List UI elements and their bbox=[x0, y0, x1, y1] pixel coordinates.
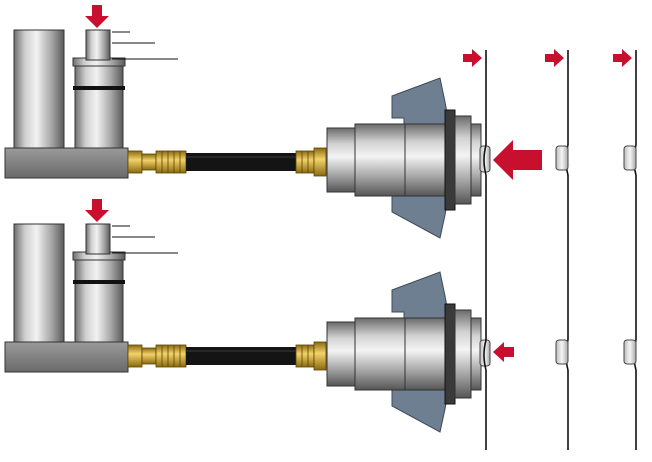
rounded-pin-icon bbox=[623, 145, 637, 171]
force-arrows bbox=[85, 5, 632, 362]
rounded-pin-icon bbox=[555, 339, 569, 365]
red-arrow-icon bbox=[613, 49, 632, 67]
assembly-bottom bbox=[4, 223, 491, 433]
red-arrow-icon bbox=[463, 49, 482, 67]
red-arrow-icon bbox=[493, 140, 542, 180]
assembly-top bbox=[4, 29, 491, 239]
rounded-pin-icon bbox=[623, 339, 637, 365]
sheet-lines bbox=[483, 50, 637, 450]
rounded-pin-icon bbox=[555, 145, 569, 171]
red-arrow-icon bbox=[85, 199, 109, 222]
red-arrow-icon bbox=[545, 49, 564, 67]
red-arrow-icon bbox=[493, 342, 514, 362]
red-arrow-icon bbox=[85, 5, 109, 28]
